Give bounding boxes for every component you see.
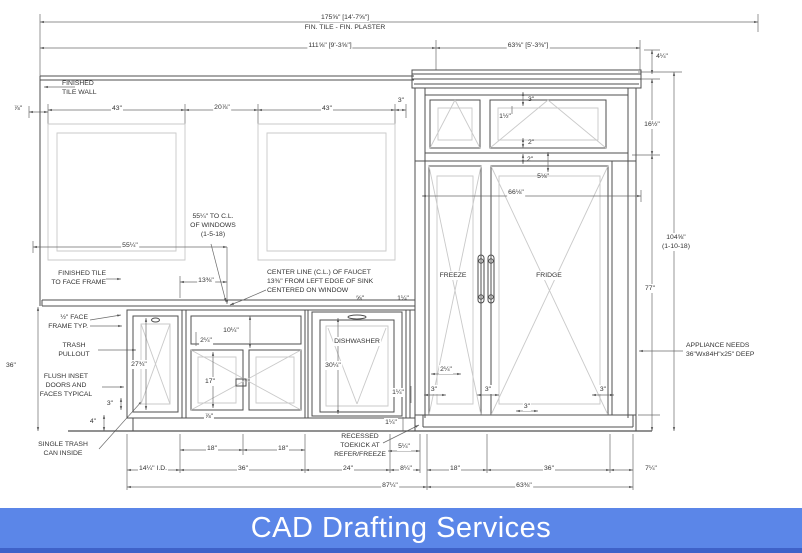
dims-bottom [127, 434, 633, 490]
note-recessed-toekick: RECESSED TOEKICK AT REFER/FREEZE [334, 433, 386, 459]
dim-2q-freeze: 2¼" [439, 365, 453, 375]
dim-27: 27¾" [130, 360, 148, 370]
dim-1q-c: 1¼" [384, 418, 398, 428]
label-freeze: FREEZE [438, 271, 468, 281]
dim-2-a: 2" [528, 139, 535, 146]
dim-2q-sink: 2¼" [199, 336, 213, 346]
dim-3-toekick: 3" [106, 400, 114, 407]
note-single-trash: SINGLE TRASH CAN INSIDE [38, 441, 88, 458]
fridge-freezer-unit [412, 70, 641, 431]
label-dishwasher: DISHWASHER [333, 337, 381, 347]
tile-wall-and-windows [40, 76, 415, 306]
note-trash-pullout: TRASH PULLOUT [58, 342, 90, 359]
note-cl-windows: 55¼" TO C.L. OF WINDOWS (1-5-18) [190, 213, 236, 239]
dim-total-subtitle: FIN. TILE - FIN. PLASTER [304, 24, 386, 31]
dim-window-43b: 43" [321, 104, 333, 114]
dim-18-a: 18" [206, 444, 218, 454]
dim-total-top: 175⅝" [14'-7⅝"] [319, 13, 371, 23]
dim-13e: 13⅜" [197, 276, 215, 286]
dim-3-b: 3" [522, 402, 532, 412]
cad-line-drawing [0, 0, 802, 508]
note-appliance-needs: APPLIANCE NEEDS 36"Wx84H"x25" DEEP [686, 342, 755, 359]
dim-wall-gap: ⅞" [13, 105, 23, 112]
dim-3-c: 3" [483, 385, 493, 395]
dim-63e: 63⅜" [515, 481, 533, 491]
dim-3-a: 3" [429, 385, 439, 395]
dim-span-left: 111⅝" [9'-3⅝"] [307, 41, 353, 51]
dim-77: 77" [644, 284, 656, 294]
dim-14q-id: 14¼" I.D. [137, 464, 169, 474]
dim-18-b: 18" [277, 444, 289, 454]
dim-window-3: 3" [397, 97, 405, 104]
dim-1q-b: 1¼" [391, 388, 405, 398]
dim-36-a: 36" [237, 464, 249, 474]
dim-78-b: ⅞" [203, 412, 215, 422]
dim-30q: 30¼" [324, 361, 342, 371]
dim-window-gap: 20⅞" [213, 103, 231, 113]
dim-66: 66⅛" [507, 188, 525, 198]
dim-7q: 7¼" [644, 464, 658, 474]
note-flush-inset: FLUSH INSET DOORS AND FACES TYPICAL [39, 373, 93, 399]
dishwasher-cabinet [312, 310, 410, 418]
dim-3-top: 3" [528, 96, 535, 103]
base-cabinets [36, 307, 415, 431]
note-finished-tile-wall: FINISHED TILE WALL [62, 80, 97, 97]
dim-4q: 4¼" [656, 53, 668, 60]
dim-2-b: 2" [527, 156, 534, 163]
dim-5e: 5⅛" [537, 173, 549, 180]
dim-4-toekick: 4" [89, 418, 97, 425]
dim-1q-a: 1¼" [397, 295, 409, 302]
note-leaders [44, 85, 683, 449]
banner-title: CAD Drafting Services [250, 511, 552, 544]
label-fridge: FRIDGE [535, 271, 563, 281]
dim-17: 17" [204, 377, 216, 387]
cad-drawing-sheet: 175⅝" [14'-7⅝"] FIN. TILE - FIN. PLASTER… [0, 0, 802, 508]
note-finished-tile-ff: FINISHED TILE TO FACE FRAME [51, 270, 106, 287]
dim-10q: 10¼" [222, 326, 240, 336]
dim-window-43a: 43" [111, 104, 123, 114]
dim-8q: 8¼" [399, 464, 413, 474]
dim-16h: 16½" [643, 120, 661, 130]
dim-104: 104⅝" (1-10-18) [661, 233, 691, 252]
dim-36-b: 36" [543, 464, 555, 474]
dim-58: ⅝" [355, 295, 365, 302]
dim-span-right: 63⅜" [5'-3⅜"] [506, 41, 550, 51]
note-faucet: CENTER LINE (C.L.) OF FAUCET 13⅜" FROM L… [267, 269, 374, 295]
dim-5q: 5¼" [397, 442, 411, 452]
dim-36-left: 36" [6, 362, 16, 369]
dim-55q: 55¼" [121, 241, 139, 251]
dim-24: 24" [342, 464, 354, 474]
dim-3-d: 3" [598, 385, 608, 395]
dim-1h-top: 1½" [499, 113, 511, 120]
banner: CAD Drafting Services [0, 508, 802, 553]
note-face-frame: ½" FACE FRAME TYP. [48, 314, 88, 331]
dim-18-c: 18" [449, 464, 461, 474]
dim-87q: 87¼" [381, 481, 399, 491]
